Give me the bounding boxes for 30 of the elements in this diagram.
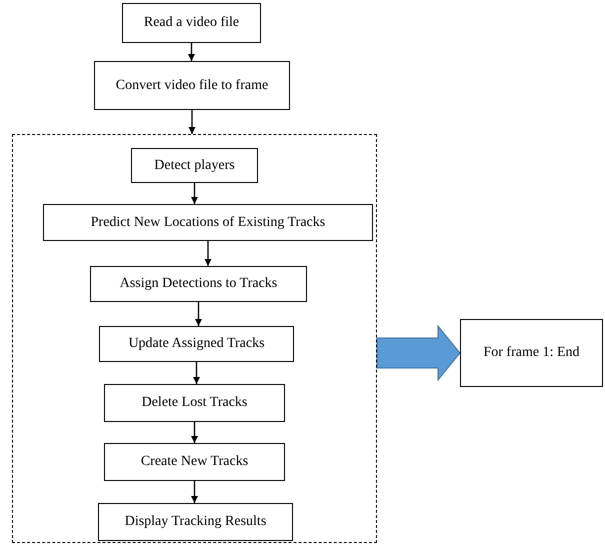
process-box [122,3,261,43]
box-label: Delete Lost Tracks [142,395,248,411]
process-box [90,266,307,302]
arrow [188,43,195,61]
arrow [191,183,198,204]
box-label: Assign Detections to Tracks [120,276,278,292]
process-box [99,326,294,362]
arrow [191,481,198,503]
box-label: Convert video file to frame [116,78,268,94]
box-label: For frame 1: End [483,345,580,361]
process-box [104,384,285,422]
process-box [94,61,290,110]
arrow [195,302,202,326]
arrow [188,110,196,134]
arrow [193,362,200,384]
box-label: Create New Tracks [140,454,248,470]
arrow [191,422,198,443]
process-box [104,443,285,481]
box-label: Detect players [154,158,235,174]
process-box [43,204,373,241]
block-arrow [376,324,461,382]
box-label: Display Tracking Results [124,514,266,530]
process-box [131,148,258,183]
arrow [204,241,212,266]
process-box [460,319,603,387]
dashed-group-box [12,134,377,543]
box-label: Predict New Locations of Existing Tracks [90,214,326,230]
box-label: Update Assigned Tracks [128,336,265,352]
box-label: Read a video file [144,15,240,31]
process-box [98,503,293,541]
